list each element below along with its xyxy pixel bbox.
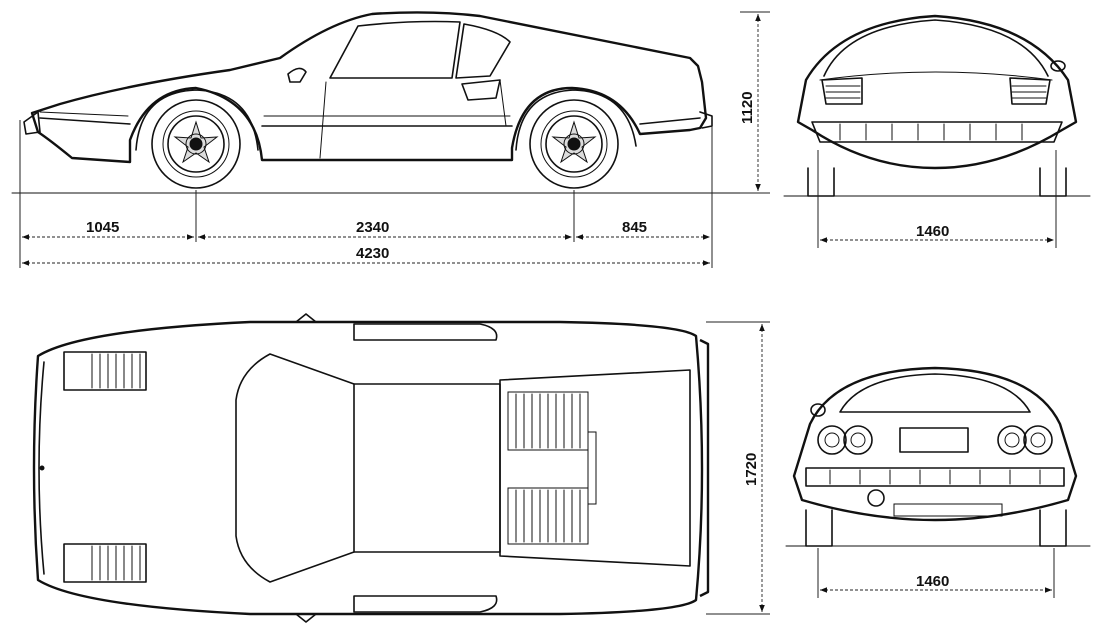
label-wheelbase: 2340: [356, 219, 389, 236]
door-lines: [319, 79, 507, 159]
rear-view: 1460: [785, 366, 1091, 598]
front-tyres: [807, 167, 1067, 197]
top-view: 1720: [32, 313, 770, 623]
rear-bumper: [699, 111, 713, 129]
front-wheel-arch: [135, 89, 259, 151]
engine-louvres-bottom: [507, 487, 589, 545]
side-body-outline: [30, 11, 708, 164]
side-dimensions: 1045 2340 845 4230 1120: [22, 11, 770, 266]
rear-mirror: [810, 403, 826, 417]
front-view: 1460: [783, 14, 1091, 248]
mirror: [287, 67, 307, 83]
quarter-window: [455, 23, 511, 79]
top-body-outline: [32, 320, 704, 616]
rear-body-outline: [792, 366, 1078, 522]
side-window: [329, 20, 461, 79]
top-rear-bumper: [699, 338, 710, 598]
label-width: 1720: [743, 453, 760, 486]
front-body-outline: [796, 14, 1078, 170]
rear-bumper-bar: [805, 467, 1065, 487]
right-headlight: [1009, 77, 1051, 105]
side-feature-line: [39, 111, 511, 117]
rear-window: [839, 373, 1031, 413]
left-headlight: [821, 77, 863, 105]
top-roof: [353, 383, 501, 553]
license-plate: [899, 427, 969, 453]
label-rear-overhang: 845: [622, 219, 647, 236]
engine-louvres-top: [507, 391, 589, 451]
front-mirror: [1050, 60, 1066, 72]
windshield: [823, 19, 1049, 77]
front-grille: [811, 121, 1063, 143]
front-bumper: [23, 111, 41, 135]
label-rear-track: 1460: [916, 573, 949, 590]
top-nose-line: [38, 361, 45, 575]
label-overall-length: 4230: [356, 245, 389, 262]
rear-wheel-arch: [515, 89, 637, 151]
exhaust-pipe: [867, 489, 885, 507]
side-view: [11, 11, 741, 268]
top-side-intakes: [353, 323, 498, 613]
rear-wheel: [529, 99, 619, 189]
rear-tyres: [805, 509, 1067, 547]
side-beltline: [39, 117, 701, 127]
label-front-track: 1460: [916, 223, 949, 240]
side-intake: [461, 79, 501, 101]
top-mirrors: [295, 313, 317, 623]
label-front-overhang: 1045: [86, 219, 119, 236]
front-wheel: [151, 99, 241, 189]
engine-cover: [499, 369, 691, 567]
rear-diffuser: [893, 503, 1003, 517]
top-windshield: [235, 353, 355, 583]
hood-line: [819, 71, 1053, 81]
label-height: 1120: [739, 91, 756, 124]
front-vent-left: [63, 351, 147, 391]
front-vent-right: [63, 543, 147, 583]
